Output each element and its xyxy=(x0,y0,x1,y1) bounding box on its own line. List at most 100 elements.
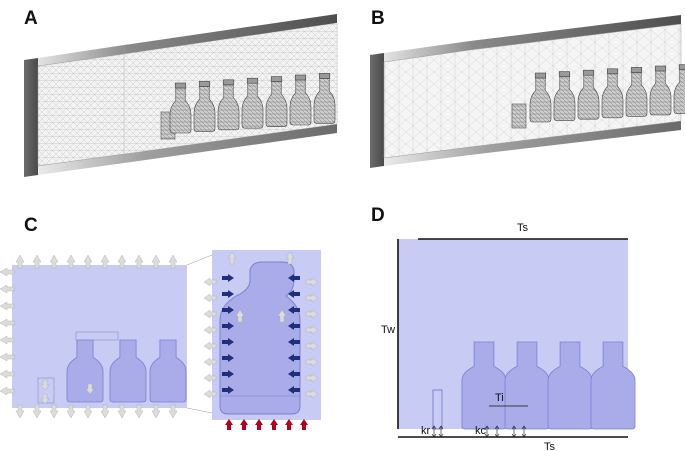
mesh-vial-cap xyxy=(174,82,187,89)
arrow-left xyxy=(0,301,15,311)
domain-vial xyxy=(547,341,593,430)
arrow-outward-left xyxy=(203,325,217,335)
contact-arrow-head-down xyxy=(521,433,527,438)
label-ts-top: Ts xyxy=(517,222,529,234)
arrow-inward-right xyxy=(288,386,300,394)
mesh-vial xyxy=(529,77,552,123)
panel-c-vials xyxy=(37,339,187,404)
arrow-inward-left xyxy=(222,322,234,330)
arrow-outward-right xyxy=(305,389,319,399)
arrow-inward-right xyxy=(288,274,300,282)
mesh-vial xyxy=(265,81,288,127)
arrow-top xyxy=(285,251,295,265)
arrow-down xyxy=(83,404,93,419)
arrow-heat-bottom xyxy=(225,419,233,430)
arrow-outward-right xyxy=(305,341,319,351)
arrow-down xyxy=(117,404,127,419)
mesh-vial-cap xyxy=(558,71,571,77)
mesh-vial-cap xyxy=(318,73,331,79)
arrow-down xyxy=(32,404,42,419)
arrow-left xyxy=(0,318,15,328)
mesh-vial-cap xyxy=(678,64,685,70)
arrow-top xyxy=(277,309,287,323)
mesh-vial-cap xyxy=(534,72,547,79)
label-tw: Tw xyxy=(381,324,395,336)
arrow-inner xyxy=(85,383,95,395)
panel-a-label: A xyxy=(24,8,38,29)
mesh-vial-cap xyxy=(630,67,643,73)
panel-d-contact-arrows xyxy=(431,425,527,438)
mesh-vial xyxy=(577,74,600,120)
arrow-heat-bottom xyxy=(255,419,263,430)
mesh-vial xyxy=(169,87,192,134)
mesh-vial-cap xyxy=(654,65,667,72)
domain-vial xyxy=(109,339,147,403)
arrow-heat-bottom xyxy=(285,419,293,430)
mesh-vial xyxy=(673,69,685,114)
panel-b-label: B xyxy=(371,8,385,29)
mesh-vial xyxy=(217,84,240,131)
mesh-vial-cap xyxy=(222,79,235,86)
arrow-inward-right xyxy=(288,306,300,314)
arrow-outward-left xyxy=(203,373,217,383)
mesh-vial xyxy=(625,72,648,117)
mesh-vial xyxy=(553,76,576,121)
arrow-heat-bottom xyxy=(270,419,278,430)
domain-vial xyxy=(504,341,550,430)
panel-c-label: C xyxy=(24,215,38,236)
panel-d-vials xyxy=(461,341,636,430)
arrow-inward-left xyxy=(222,290,234,298)
mesh-vial-cap xyxy=(270,76,283,82)
panel-c-vial-zoom xyxy=(219,261,301,415)
mesh-vial xyxy=(313,78,336,124)
mesh-vial xyxy=(601,73,624,119)
arrow-inward-right xyxy=(288,322,300,330)
arrow-up xyxy=(15,254,25,269)
arrow-up xyxy=(83,254,93,269)
panel-d-label: D xyxy=(371,205,385,226)
arrow-inward-left xyxy=(222,386,234,394)
arrow-inward-right xyxy=(288,338,300,346)
domain-vial xyxy=(149,339,187,403)
mesh-vial-cap xyxy=(246,77,259,84)
domain-vial xyxy=(461,341,507,430)
contact-arrow-head-down xyxy=(438,433,444,438)
arrow-top xyxy=(235,309,245,323)
arrow-outward-left xyxy=(203,389,217,399)
arrow-down xyxy=(49,404,59,419)
arrow-inward-left xyxy=(222,306,234,314)
arrow-down xyxy=(15,404,25,419)
arrow-inward-left xyxy=(222,370,234,378)
arrow-inward-left xyxy=(222,354,234,362)
arrow-up xyxy=(32,254,42,269)
panel-c-zoom-arrows xyxy=(203,251,319,430)
arrow-heat-bottom xyxy=(240,419,248,430)
arrow-up xyxy=(49,254,59,269)
arrow-inner xyxy=(40,379,50,391)
mesh-vial-cap xyxy=(606,68,619,75)
contact-arrow-head-up xyxy=(438,425,444,430)
arrow-up xyxy=(100,254,110,269)
panel-c-boundary-arrows xyxy=(0,254,178,419)
arrow-outward-left xyxy=(203,293,217,303)
mesh-vial xyxy=(289,79,312,126)
panel-b-mesh-coarse xyxy=(370,15,685,168)
arrow-outward-right xyxy=(305,357,319,367)
arrow-left xyxy=(0,284,15,294)
arrow-left xyxy=(0,386,15,396)
arrow-inward-left xyxy=(222,338,234,346)
panel-d-stopper xyxy=(432,389,443,430)
arrow-left xyxy=(0,335,15,345)
contact-arrow-head-down xyxy=(494,433,500,438)
arrow-outward-right xyxy=(305,293,319,303)
mesh-vial xyxy=(649,70,672,116)
label-ti: Ti xyxy=(495,392,504,404)
panel-a-mesh-fine xyxy=(24,14,338,177)
contact-arrow-head-down xyxy=(484,433,490,438)
arrow-down xyxy=(151,404,161,419)
label-kr: kr xyxy=(421,425,431,437)
arrow-down xyxy=(100,404,110,419)
contact-arrow-head-up xyxy=(521,425,527,430)
arrow-outward-right xyxy=(305,325,319,335)
